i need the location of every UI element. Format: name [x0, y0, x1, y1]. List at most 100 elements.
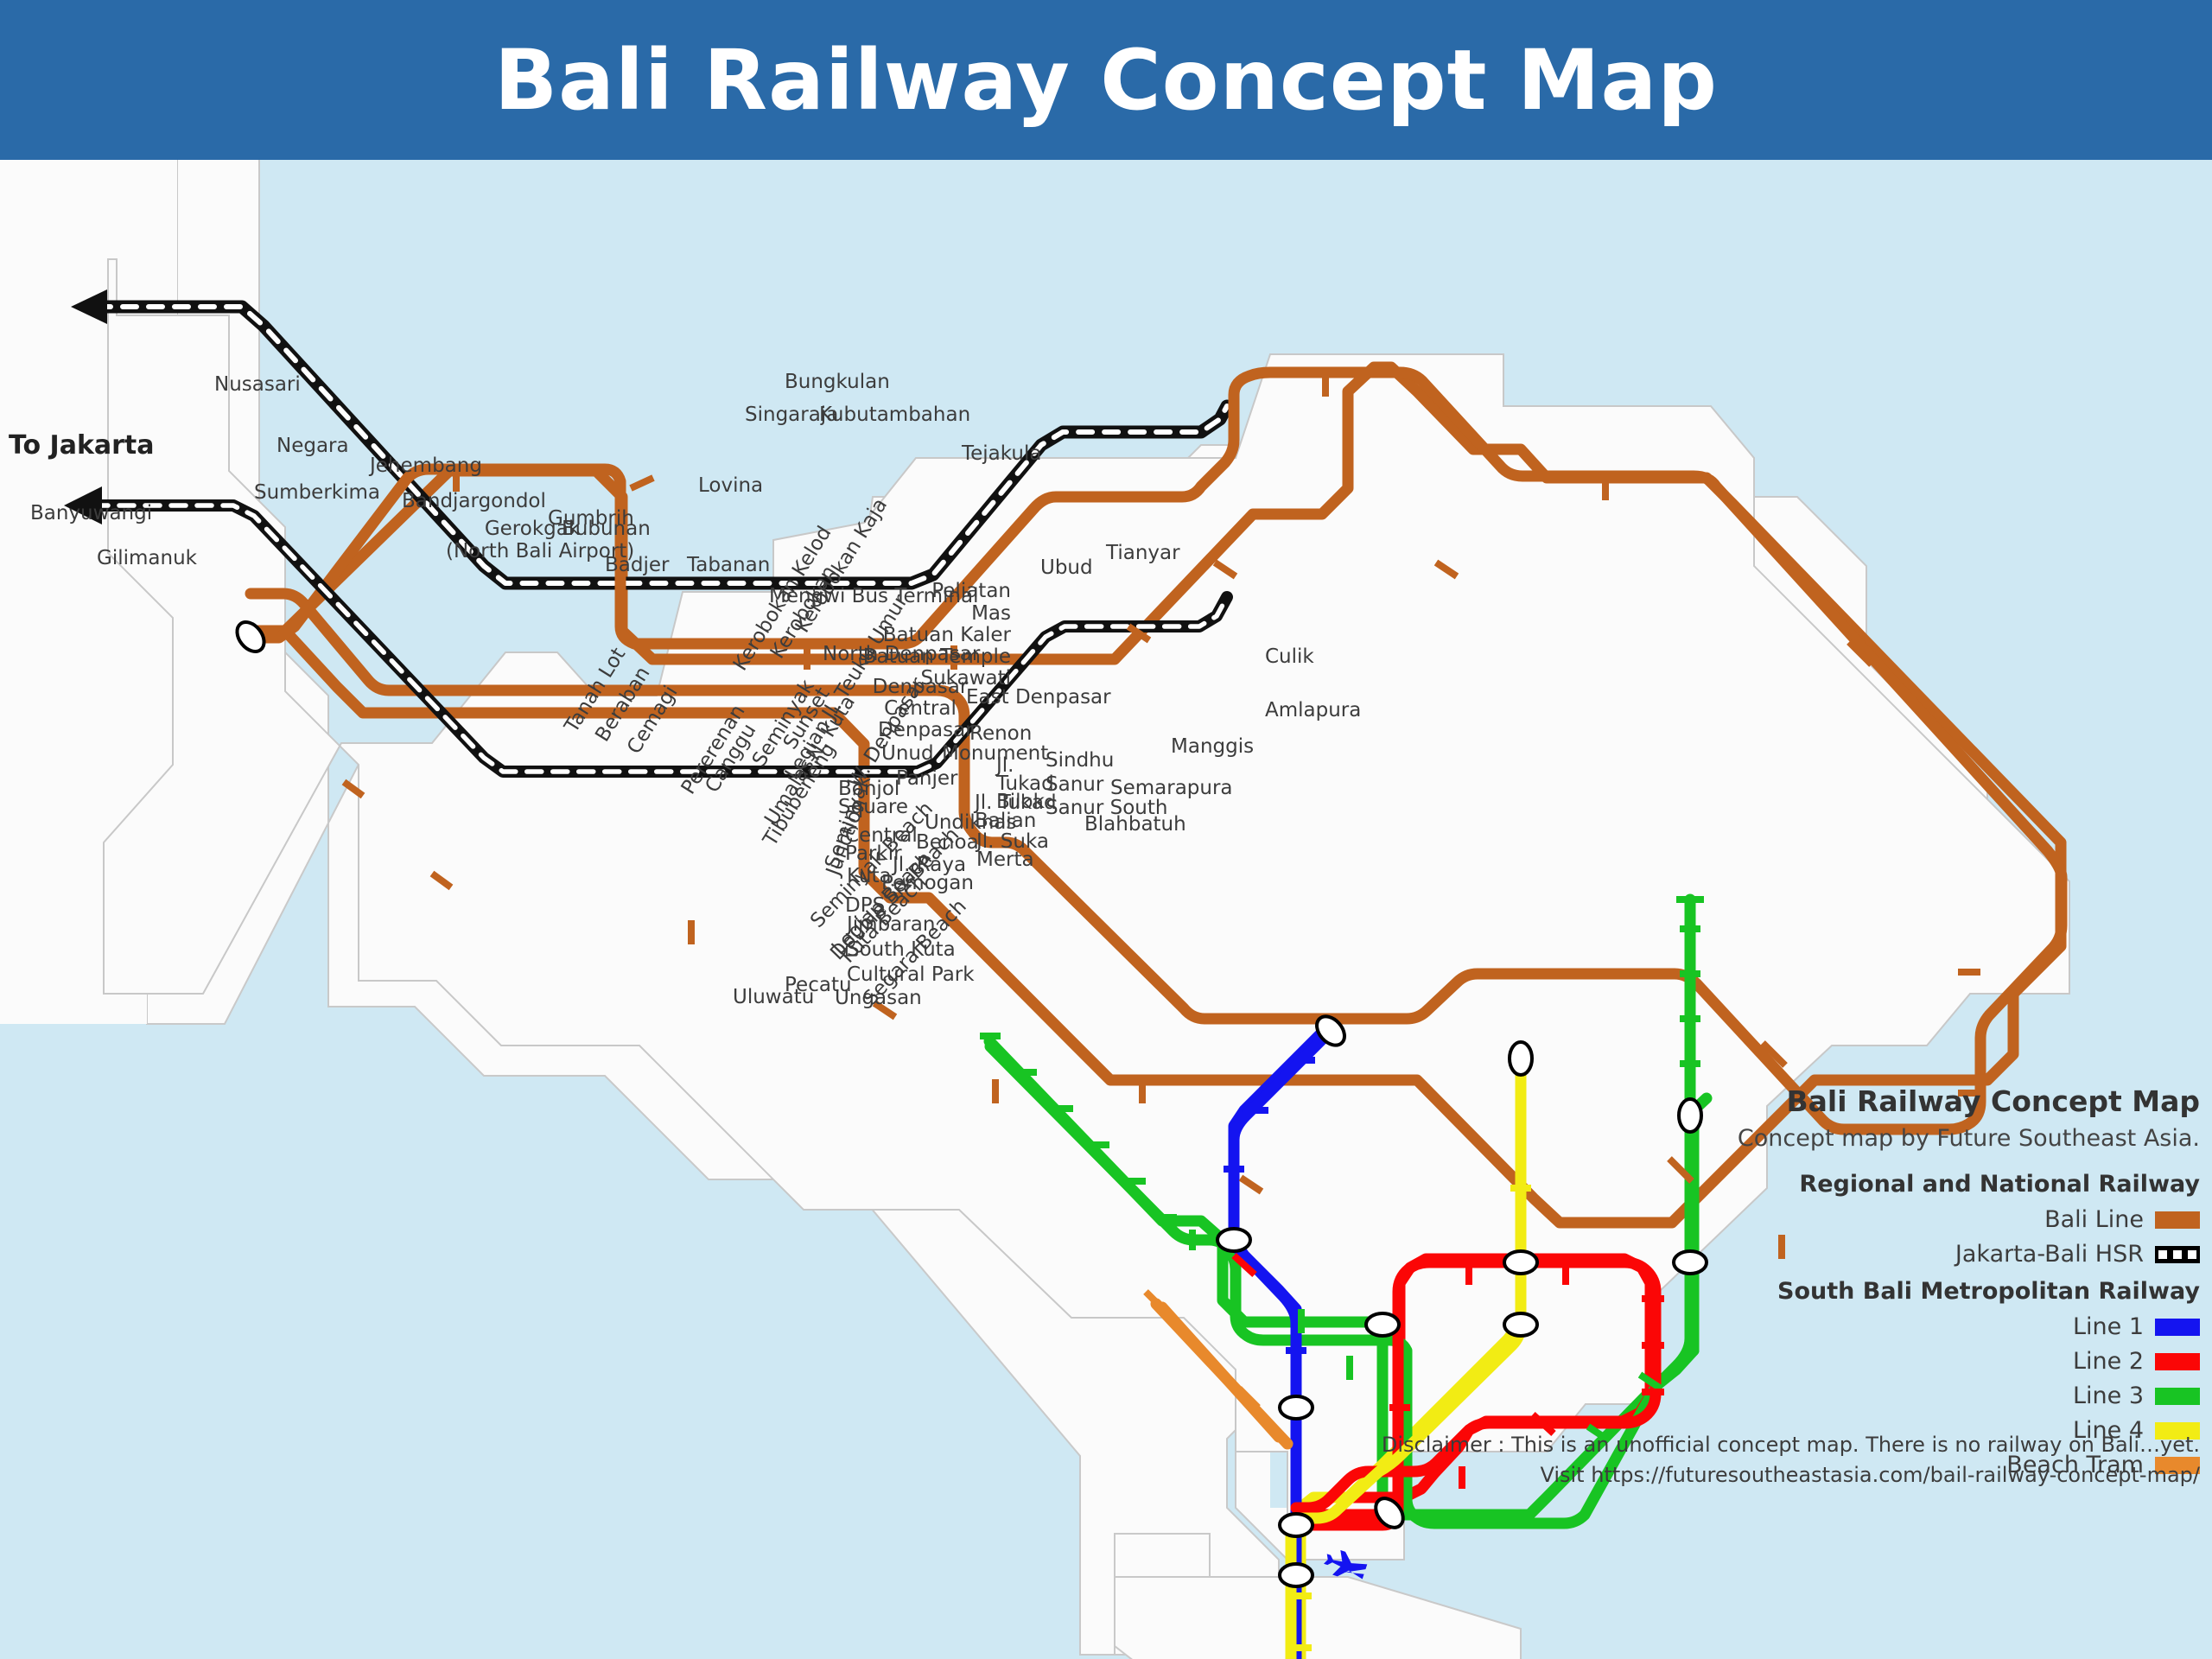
- legend-label-line2: Line 2: [2072, 1348, 2144, 1375]
- label-gumbrih: Gumbrih: [548, 507, 634, 530]
- label-kubutambahan: Kubutambahan: [819, 404, 971, 426]
- label-benoa: Benoa: [916, 831, 979, 854]
- station-ticks: [341, 372, 1980, 1651]
- interchange-markers: [235, 620, 1708, 1588]
- label-central-parkir-2: Parkir: [845, 842, 902, 865]
- legend-swatch-line1: [2155, 1318, 2200, 1336]
- label-lovina: Lovina: [698, 474, 764, 497]
- marker-east-denpasar: [1677, 1097, 1703, 1134]
- label-cultural-park: Cultural Park: [847, 963, 975, 986]
- marker-renon: [1672, 1249, 1708, 1275]
- label-denpasar: Denpasar: [878, 719, 974, 741]
- tick-gumbrih: [872, 1000, 898, 1020]
- label-tejakula: Tejakula: [962, 442, 1042, 465]
- label-tukad-bilok-1: Jl.: [996, 754, 1014, 777]
- legend-item-line2[interactable]: Line 2: [1595, 1348, 2200, 1375]
- label-undiknas: Undiknas: [925, 811, 1017, 834]
- line2: [1290, 1256, 1662, 1531]
- label-mas: Mas: [971, 602, 1011, 625]
- tick-seminyakbeach: [1143, 1289, 1171, 1317]
- hsr-white-dash: [91, 503, 1230, 774]
- legend-swatch-hsr: [2155, 1245, 2200, 1263]
- marker-jl-raya-pemogan: [1374, 1497, 1405, 1529]
- legend-title: Bali Railway Concept Map: [1786, 1084, 2200, 1118]
- label-sukawati: Sukawati: [920, 667, 1012, 690]
- marker-undiknas: [1503, 1312, 1539, 1338]
- legend-item-bali-line[interactable]: Bali Line: [1595, 1206, 2200, 1233]
- route-hsr: [71, 289, 1234, 590]
- map-canvas[interactable]: [0, 160, 2212, 1659]
- label-mengwi: Mengwi Bus Terminal: [769, 585, 979, 607]
- airplane-icon: [1324, 1549, 1368, 1580]
- page-header: Bali Railway Concept Map: [0, 0, 2212, 160]
- label-tukad-balian-2: Balian: [975, 810, 1037, 832]
- label-ungasan: Ungasan: [835, 987, 922, 1009]
- label-batuan-kaler: Batuan Kaler: [882, 624, 1011, 646]
- label-sanur-south: Sanur South: [1046, 797, 1168, 819]
- tick-doublesixbeach: [1174, 1322, 1198, 1346]
- legend-item-beach-tram[interactable]: Beach Tram: [1595, 1452, 2200, 1478]
- map-svg: [0, 160, 2212, 1659]
- label-negara: Negara: [276, 435, 349, 457]
- legend-item-line3[interactable]: Line 3: [1595, 1382, 2200, 1409]
- label-amlapura: Amlapura: [1265, 699, 1362, 721]
- legend-item-line1[interactable]: Line 1: [1595, 1313, 2200, 1340]
- tick-jlsukamerta: [1530, 1412, 1556, 1436]
- legend-item-line4[interactable]: Line 4: [1595, 1417, 2200, 1444]
- tick-semarapura: [1667, 1156, 1694, 1184]
- label-panjer: Panjer: [896, 767, 958, 790]
- tick-lovina: [1126, 623, 1152, 644]
- legend-panel: Bali Railway Concept Map Concept map by …: [1595, 1084, 2200, 1486]
- label-sindhu: Sindhu: [1046, 749, 1115, 772]
- marker-north-denpasar: [1315, 1014, 1346, 1047]
- label-peliatan: Peliatan: [931, 580, 1011, 602]
- label-tukad-bilok-2: Tukad: [996, 772, 1054, 795]
- disclaimer-line-1: Disclaimer : This is an unofficial conce…: [1381, 1433, 2200, 1457]
- legend-label-line4: Line 4: [2072, 1417, 2144, 1444]
- label-to-jakarta: To Jakarta: [9, 430, 155, 461]
- tick-legianbeach: [1205, 1355, 1230, 1379]
- label-nusasari: Nusasari: [214, 373, 301, 396]
- label-bonjol-2: Square: [838, 796, 908, 818]
- label-north-denpasar: North Denpasar: [823, 643, 981, 665]
- legend-label-line3: Line 3: [2072, 1382, 2144, 1409]
- label-singaraja: Singaraja: [745, 404, 839, 426]
- label-manggis: Manggis: [1171, 735, 1255, 758]
- hsr-arrow-head: [64, 486, 102, 524]
- label-jehembang: Jehembang: [370, 454, 482, 477]
- legend-section-metro: South Bali Metropolitan Railway: [1777, 1278, 2200, 1305]
- label-dps: DPS: [845, 894, 886, 917]
- label-raya-pemogan-1: Jl. Raya: [893, 854, 967, 876]
- hsr-arrow-icon: [71, 289, 107, 324]
- label-ubud: Ubud: [1040, 556, 1093, 579]
- label-suka-merta-1: Jl. Suka: [976, 830, 1049, 853]
- label-gilimanuk: Gilimanuk: [97, 547, 197, 569]
- tick-seminyak-l1: [1252, 1265, 1273, 1286]
- legend-label-line1: Line 1: [2072, 1313, 2144, 1340]
- label-blahbatuh: Blahbatuh: [1084, 813, 1186, 836]
- legend-subtitle: Concept map by Future Southeast Asia.: [1737, 1125, 2200, 1152]
- tick-negara: [429, 870, 454, 891]
- tick-nusasari: [341, 779, 365, 799]
- label-monument: Monument: [942, 742, 1049, 765]
- label-tukad-balian-1: Jl. Tukad: [975, 791, 1057, 814]
- label-banyuwangi: Banyuwangi: [30, 502, 153, 524]
- legend-swatch-bali-line: [2155, 1211, 2200, 1229]
- tick-manggis: [1760, 1040, 1788, 1068]
- label-suka-merta-2: Merta: [976, 849, 1034, 871]
- label-sanur: Sanur: [1046, 773, 1104, 796]
- label-bandjargondol: Bandjargondol: [402, 490, 546, 512]
- label-unud: Unud: [881, 742, 934, 765]
- label-gerokgak-sub: (North Bali Airport): [446, 540, 635, 563]
- tick-tianyar: [1847, 639, 1874, 667]
- tick-mengwi: [1238, 1174, 1264, 1195]
- legend-item-hsr[interactable]: Jakarta-Bali HSR: [1595, 1241, 2200, 1268]
- hsr-dashes: [94, 304, 1230, 586]
- label-jimbaran: Jimbaran: [847, 913, 936, 936]
- marker-bonjol-square: [1364, 1312, 1401, 1338]
- marker-unud: [1503, 1249, 1539, 1275]
- label-tianyar: Tianyar: [1106, 542, 1180, 564]
- label-denpasar-central-2: Central: [884, 697, 957, 720]
- marker-kuta: [1278, 1512, 1314, 1538]
